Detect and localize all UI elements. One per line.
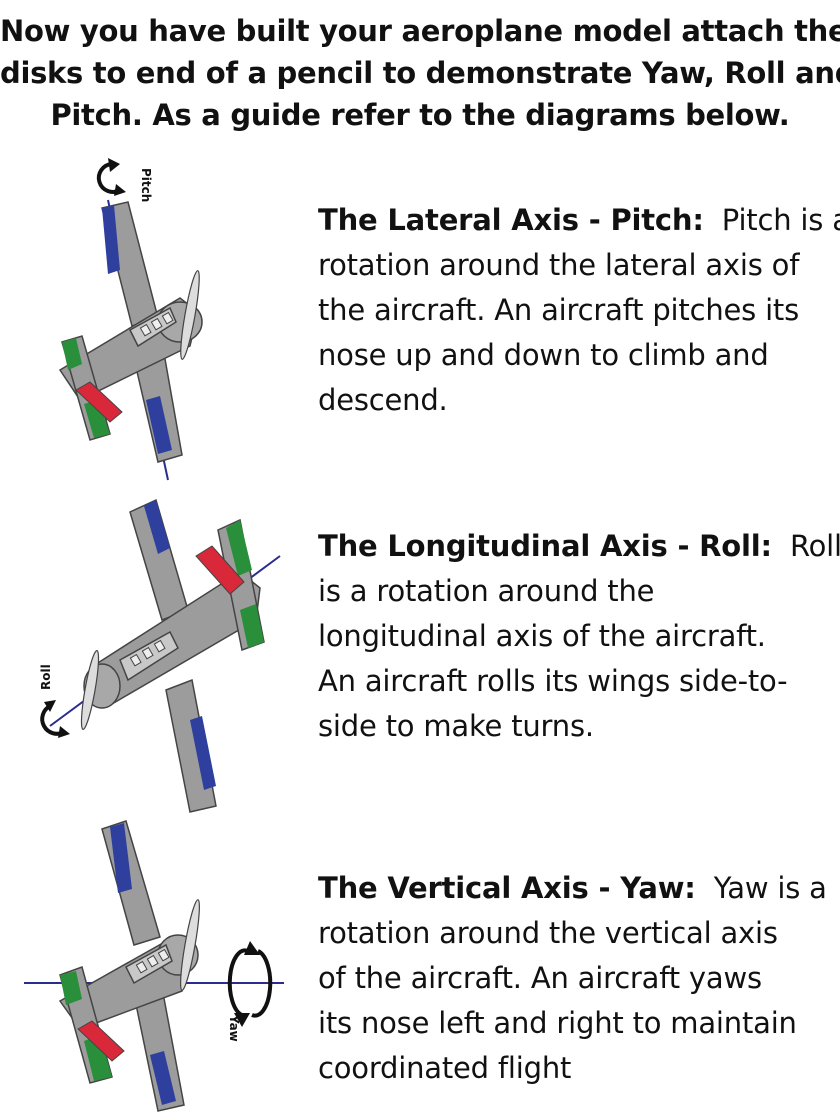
pitch-axis-label: Pitch [139, 168, 153, 202]
roll-term: The Longitudinal Axis - Roll: [318, 529, 772, 563]
yaw-description: The Vertical Axis - Yaw: Yaw is a rotati… [318, 866, 833, 1091]
pitch-term: The Lateral Axis - Pitch: [318, 203, 704, 237]
yaw-axis-label: Yaw [227, 1014, 241, 1042]
heading-line-2: disks to end of a pencil to demonstrate … [0, 56, 840, 90]
heading-line-3: Pitch. As a guide refer to the diagrams … [50, 98, 790, 132]
yaw-line-3: of the aircraft. An aircraft yaws [318, 961, 762, 995]
heading-line-1: Now you have built your aeroplane model … [0, 14, 840, 48]
airplane-pitch-icon [58, 201, 203, 463]
pitch-diagram: Pitch [20, 150, 300, 490]
pitch-line-3: the aircraft. An aircraft pitches its [318, 293, 800, 327]
pitch-line-1: Pitch is a [721, 203, 840, 237]
pitch-line-5: descend. [318, 383, 448, 417]
roll-line-3: longitudinal axis of the aircraft. [318, 619, 766, 653]
roll-diagram: Roll [20, 490, 300, 820]
pitch-rotation-arrow-icon [96, 158, 126, 196]
roll-axis-label: Roll [39, 664, 53, 690]
roll-line-2: is a rotation around the [318, 574, 655, 608]
airplane-roll-icon [80, 498, 265, 813]
pitch-line-4: nose up and down to climb and [318, 338, 769, 372]
roll-description: The Longitudinal Axis - Roll: Roll is a … [318, 524, 840, 749]
roll-line-5: side to make turns. [318, 709, 594, 743]
yaw-term: The Vertical Axis - Yaw: [318, 871, 696, 905]
yaw-line-2: rotation around the vertical axis [318, 916, 778, 950]
airplane-yaw-icon [58, 820, 200, 1112]
roll-line-1: Roll [789, 529, 840, 563]
roll-rotation-arrow-icon [40, 700, 70, 738]
yaw-line-1: Yaw is a [713, 871, 827, 905]
yaw-line-5: coordinated flight [318, 1051, 572, 1085]
instructions-heading: Now you have built your aeroplane model … [0, 10, 840, 136]
roll-line-4: An aircraft rolls its wings side-to- [318, 664, 788, 698]
yaw-diagram: Yaw [20, 815, 300, 1115]
yaw-rotation-arrow-icon [227, 941, 273, 1027]
pitch-line-2: rotation around the lateral axis of [318, 248, 800, 282]
yaw-line-4: its nose left and right to maintain [318, 1006, 797, 1040]
pitch-description: The Lateral Axis - Pitch: Pitch is a rot… [318, 198, 840, 423]
